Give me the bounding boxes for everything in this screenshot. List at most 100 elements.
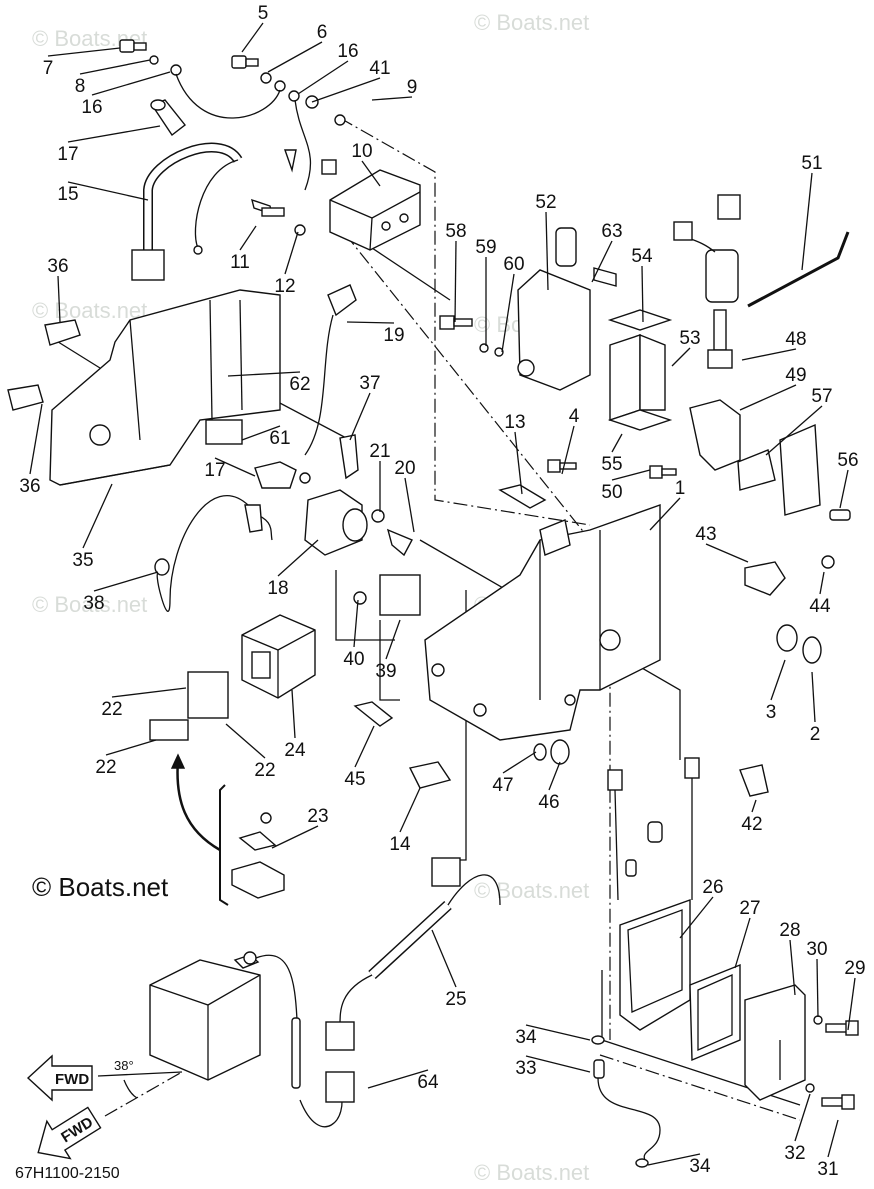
part-number-label[interactable]: 53 — [679, 328, 700, 349]
callout-61[interactable]: 61 — [241, 425, 291, 449]
part-number-label[interactable]: 54 — [631, 246, 653, 267]
part-number-label[interactable]: 15 — [57, 184, 78, 205]
part-number-label[interactable]: 5 — [258, 3, 269, 24]
part-number-label[interactable]: 32 — [784, 1143, 805, 1164]
callout-56[interactable]: 56 — [837, 450, 859, 509]
callout-36[interactable]: 36 — [19, 403, 43, 497]
part-number-label[interactable]: 52 — [535, 192, 556, 213]
callout-21[interactable]: 21 — [369, 441, 391, 512]
callout-30[interactable]: 30 — [806, 939, 828, 1018]
callout-47[interactable]: 47 — [492, 751, 537, 796]
callout-60[interactable]: 60 — [501, 254, 525, 353]
callout-6[interactable]: 6 — [267, 22, 327, 73]
callout-44[interactable]: 44 — [809, 571, 831, 617]
callout-8[interactable]: 8 — [75, 59, 151, 97]
callout-37[interactable]: 37 — [349, 373, 381, 441]
part-number-label[interactable]: 3 — [766, 702, 777, 723]
callout-17[interactable]: 17 — [204, 457, 256, 481]
callout-40[interactable]: 40 — [343, 599, 365, 670]
callout-32[interactable]: 32 — [784, 1093, 811, 1164]
part-number-label[interactable]: 59 — [475, 237, 496, 258]
part-number-label[interactable]: 45 — [344, 769, 365, 790]
callout-16[interactable]: 16 — [81, 71, 171, 118]
part-number-label[interactable]: 30 — [806, 939, 827, 960]
part-number-label[interactable]: 31 — [817, 1159, 838, 1180]
callout-34[interactable]: 34 — [647, 1153, 711, 1177]
callout-23[interactable]: 23 — [271, 806, 329, 849]
part-number-label[interactable]: 39 — [375, 661, 396, 682]
part-number-label[interactable]: 16 — [81, 97, 102, 118]
part-number-label[interactable]: 27 — [739, 898, 760, 919]
part-number-label[interactable]: 46 — [538, 792, 559, 813]
part-number-label[interactable]: 17 — [204, 460, 225, 481]
callout-16[interactable]: 16 — [297, 41, 359, 95]
part-number-label[interactable]: 22 — [101, 699, 122, 720]
part-number-label[interactable]: 58 — [445, 221, 466, 242]
callout-15[interactable]: 15 — [57, 181, 149, 205]
part-number-label[interactable]: 33 — [515, 1058, 536, 1079]
callout-27[interactable]: 27 — [734, 898, 761, 969]
callout-20[interactable]: 20 — [394, 458, 416, 533]
callout-51[interactable]: 51 — [801, 153, 823, 271]
part-number-label[interactable]: 28 — [779, 920, 800, 941]
callout-34[interactable]: 34 — [515, 1024, 591, 1048]
callout-55[interactable]: 55 — [601, 433, 623, 475]
part-number-label[interactable]: 36 — [47, 256, 68, 277]
callout-4[interactable]: 4 — [561, 406, 580, 475]
callout-62[interactable]: 62 — [227, 371, 311, 395]
part-number-label[interactable]: 44 — [809, 596, 831, 617]
part-number-label[interactable]: 7 — [43, 58, 54, 79]
callout-57[interactable]: 57 — [765, 386, 833, 456]
callout-17[interactable]: 17 — [57, 125, 161, 165]
part-number-label[interactable]: 14 — [389, 834, 411, 855]
part-number-label[interactable]: 40 — [343, 649, 364, 670]
callout-39[interactable]: 39 — [375, 619, 401, 682]
callout-42[interactable]: 42 — [741, 799, 763, 835]
part-number-label[interactable]: 34 — [689, 1156, 711, 1177]
part-number-label[interactable]: 42 — [741, 814, 762, 835]
part-number-label[interactable]: 51 — [801, 153, 822, 174]
part-number-label[interactable]: 43 — [695, 524, 716, 545]
callout-41[interactable]: 41 — [311, 58, 391, 103]
callout-22[interactable]: 22 — [225, 723, 276, 781]
callout-22[interactable]: 22 — [101, 687, 187, 720]
part-number-label[interactable]: 64 — [417, 1072, 439, 1093]
part-number-label[interactable]: 60 — [503, 254, 524, 275]
callout-31[interactable]: 31 — [817, 1119, 839, 1180]
callout-26[interactable]: 26 — [679, 877, 724, 939]
part-number-label[interactable]: 49 — [785, 365, 806, 386]
part-number-label[interactable]: 11 — [230, 252, 250, 273]
callout-13[interactable]: 13 — [504, 412, 526, 495]
callout-14[interactable]: 14 — [389, 787, 421, 855]
callout-29[interactable]: 29 — [844, 958, 866, 1031]
callout-24[interactable]: 24 — [284, 689, 306, 761]
part-number-label[interactable]: 37 — [359, 373, 380, 394]
callout-2[interactable]: 2 — [810, 671, 821, 745]
callout-54[interactable]: 54 — [631, 246, 653, 323]
part-number-label[interactable]: 57 — [811, 386, 832, 407]
callout-10[interactable]: 10 — [351, 141, 381, 187]
part-number-label[interactable]: 18 — [267, 578, 288, 599]
part-number-label[interactable]: 2 — [810, 724, 821, 745]
part-number-label[interactable]: 13 — [504, 412, 525, 433]
callout-22[interactable]: 22 — [95, 739, 157, 778]
callout-28[interactable]: 28 — [779, 920, 801, 996]
part-number-label[interactable]: 17 — [57, 144, 78, 165]
callout-50[interactable]: 50 — [601, 469, 651, 503]
callout-12[interactable]: 12 — [274, 231, 299, 297]
part-number-label[interactable]: 29 — [844, 958, 865, 979]
part-number-label[interactable]: 50 — [601, 482, 622, 503]
part-number-label[interactable]: 22 — [95, 757, 116, 778]
callout-9[interactable]: 9 — [371, 77, 417, 101]
part-number-label[interactable]: 8 — [75, 76, 86, 97]
callout-45[interactable]: 45 — [344, 725, 375, 790]
part-number-label[interactable]: 10 — [351, 141, 372, 162]
callout-35[interactable]: 35 — [72, 483, 113, 571]
part-number-label[interactable]: 63 — [601, 221, 622, 242]
part-number-label[interactable]: 1 — [675, 478, 686, 499]
part-number-label[interactable]: 48 — [785, 329, 806, 350]
callout-18[interactable]: 18 — [267, 539, 319, 599]
part-number-label[interactable]: 20 — [394, 458, 415, 479]
callout-33[interactable]: 33 — [515, 1055, 591, 1079]
callout-64[interactable]: 64 — [367, 1069, 439, 1093]
